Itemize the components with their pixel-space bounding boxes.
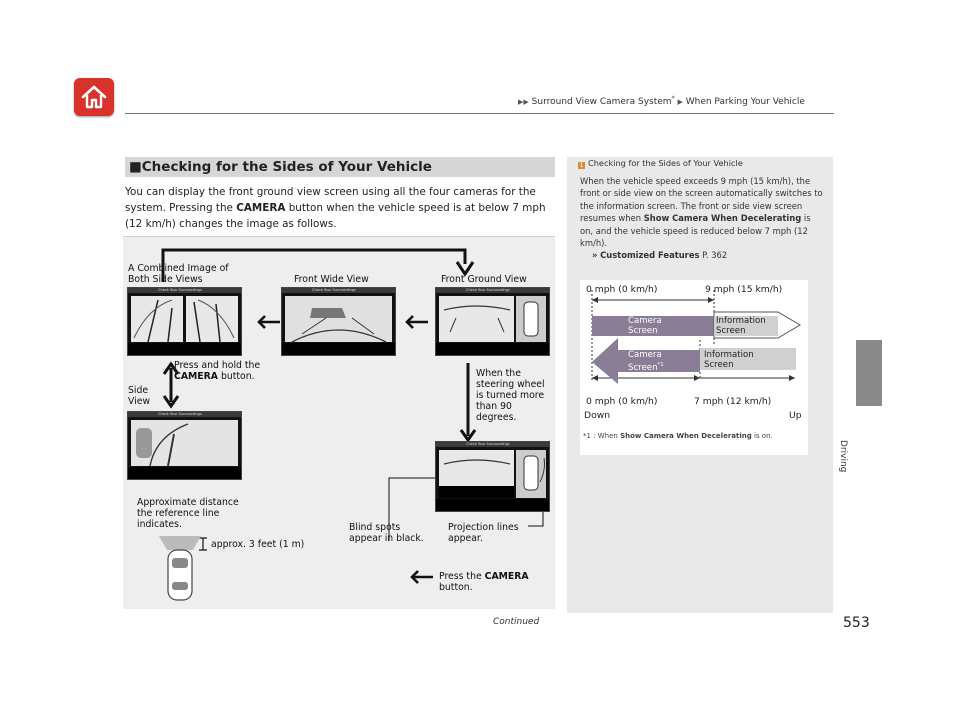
speed-bottom-right: 7 mph (12 km/h)	[694, 396, 771, 407]
customized-features-link[interactable]: » Customized Features P. 362	[580, 249, 824, 261]
notes-body: When the vehicle speed exceeds 9 mph (15…	[580, 175, 824, 262]
home-button[interactable]	[74, 78, 114, 116]
label-front-wide: Front Wide View	[294, 274, 369, 285]
screen-front-ground-view: Check Your Surroundings	[435, 287, 550, 356]
speed-footnote: *1 : When Show Camera When Decelerating …	[583, 432, 773, 440]
breadcrumb-star: *	[672, 95, 675, 102]
label-press-camera: Press the CAMERA button.	[439, 571, 529, 593]
breadcrumb-item[interactable]: Surround View Camera System	[532, 97, 672, 107]
label-front-ground: Front Ground View	[441, 274, 527, 285]
speed-top-right: 9 mph (15 km/h)	[705, 284, 782, 295]
note-marker-icon: 1	[578, 162, 585, 169]
section-marker: ■	[129, 159, 142, 175]
ref-arrow-icon: »	[592, 250, 597, 260]
breadcrumb-arrow-icon: ▶▶	[518, 98, 529, 106]
continued-label: Continued	[493, 617, 539, 627]
chapter-label: Driving	[838, 440, 848, 472]
chapter-tab[interactable]	[856, 340, 882, 406]
speed-diagram-graphics	[580, 280, 808, 455]
home-icon	[80, 83, 108, 111]
header-divider	[125, 113, 834, 114]
screen-front-wide-view: Check Your Surroundings	[281, 287, 396, 356]
screen-side-view: Check Your Surroundings	[127, 411, 242, 480]
screen-front-ground-turn: Check Your Surroundings	[435, 441, 550, 512]
up-label: Up	[789, 410, 802, 421]
label-press-hold: Press and hold the CAMERA button.	[174, 360, 260, 382]
section-header: ■Checking for the Sides of Your Vehicle	[125, 157, 555, 177]
breadcrumb-arrow-icon: ▶	[677, 98, 682, 106]
label-approx-distance: approx. 3 feet (1 m)	[211, 539, 304, 550]
screen-combined-side-views: Check Your Surroundings	[127, 287, 242, 356]
body-camera-bold: CAMERA	[236, 202, 285, 214]
speed-bottom-left: 0 mph (0 km/h)	[586, 396, 657, 407]
speed-top-left: 0 mph (0 km/h)	[586, 284, 657, 295]
down-label: Down	[584, 410, 610, 421]
page-number: 553	[843, 615, 870, 631]
section-title: Checking for the Sides of Your Vehicle	[142, 159, 432, 175]
section-body: You can display the front ground view sc…	[125, 184, 555, 232]
breadcrumb-item[interactable]: When Parking Your Vehicle	[686, 97, 805, 107]
breadcrumb: ▶▶ Surround View Camera System* ▶ When P…	[518, 95, 805, 107]
